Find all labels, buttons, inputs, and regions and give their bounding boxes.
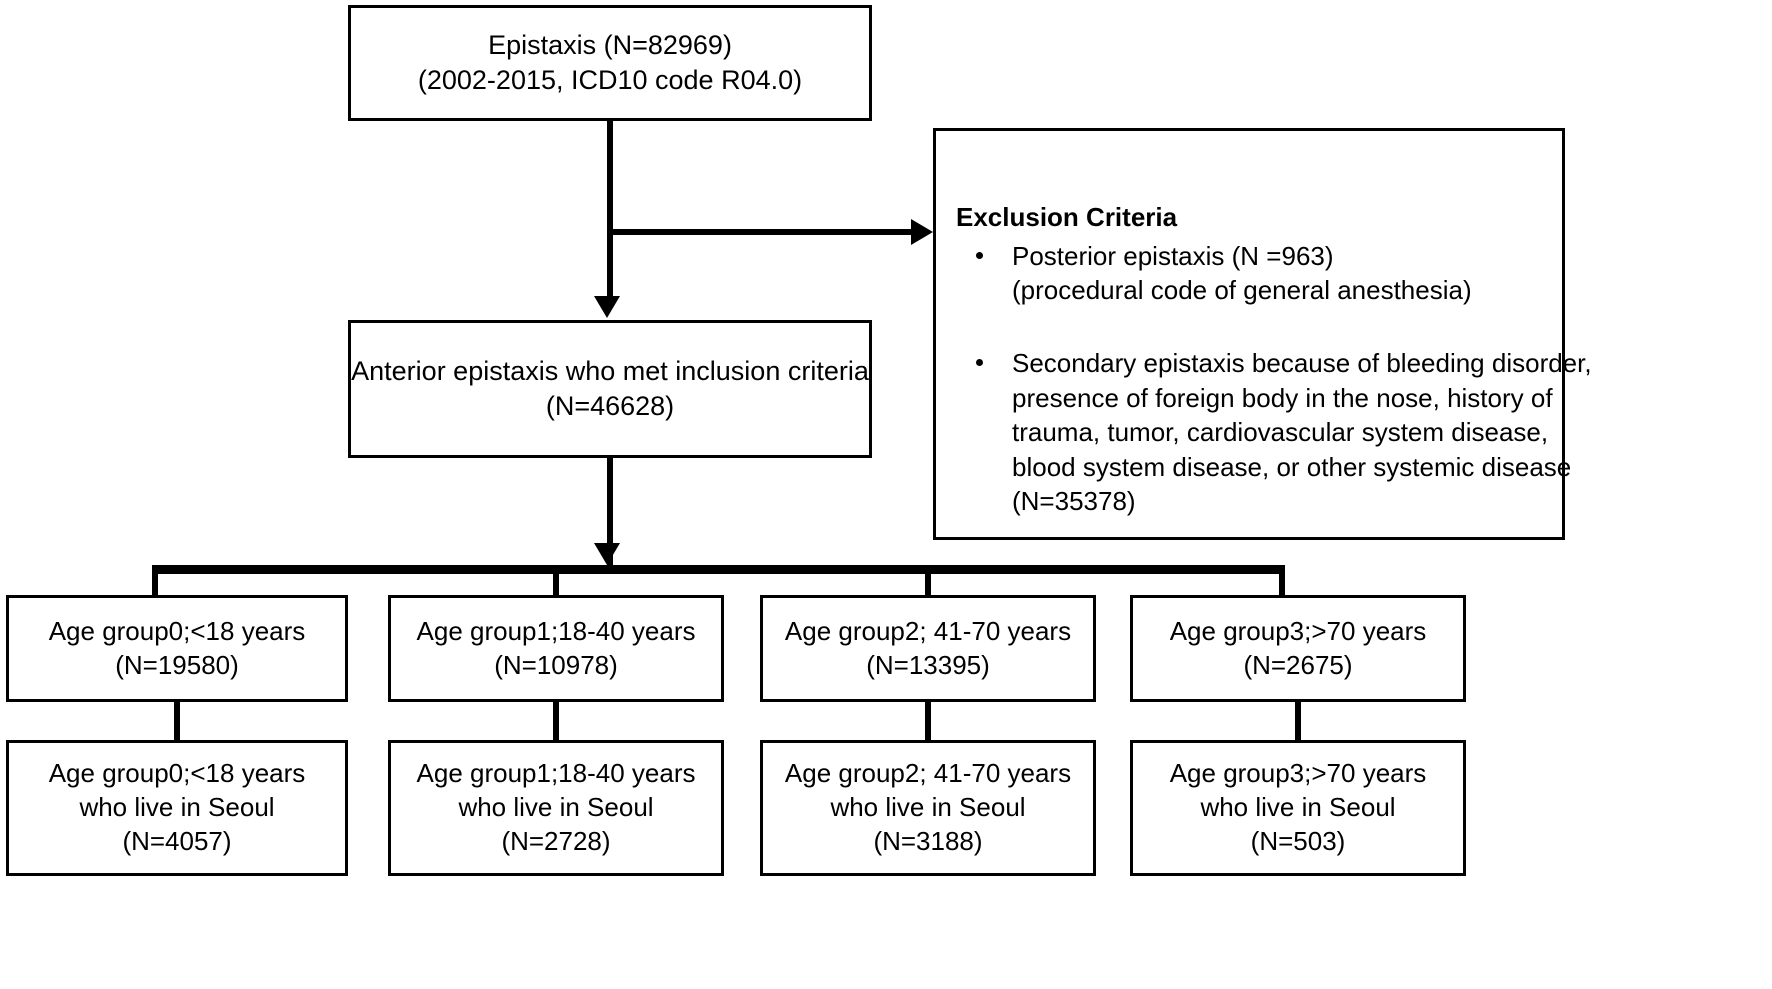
exclusion-item-secondary-line4: blood system disease, or other systemic … [1012, 451, 1572, 482]
box-seoul-group-2-sub: who live in Seoul [830, 792, 1026, 823]
connector-age-2-to-seoul-2 [925, 702, 931, 742]
box-anterior-inclusion: Anterior epistaxis who met inclusion cri… [348, 320, 872, 458]
box-age-group-1-label: Age group1;18-40 years [416, 615, 696, 646]
box-age-group-3: Age group3;>70 years (N=2675) [1130, 595, 1466, 702]
exclusion-item-secondary-line2: presence of foreign body in the nose, hi… [1012, 382, 1553, 413]
box-age-group-2-label: Age group2; 41-70 years [784, 615, 1072, 646]
box-age-group-1: Age group1;18-40 years (N=10978) [388, 595, 724, 702]
box-seoul-group-0-count: (N=4057) [122, 825, 232, 856]
box-seoul-group-0: Age group0;<18 years who live in Seoul (… [6, 740, 348, 876]
box-seoul-group-1-count: (N=2728) [501, 825, 611, 856]
box-seoul-group-1-label: Age group1;18-40 years [416, 758, 696, 789]
box-age-group-3-count: (N=2675) [1243, 649, 1353, 680]
box-epistaxis-total: Epistaxis (N=82969) (2002-2015, ICD10 co… [348, 5, 872, 121]
box-age-group-0-label: Age group0;<18 years [48, 615, 306, 646]
connector-bar-to-age-1 [553, 565, 559, 598]
box-seoul-group-0-sub: who live in Seoul [79, 792, 275, 823]
box-age-group-0-count: (N=19580) [115, 649, 239, 680]
exclusion-criteria-title: Exclusion Criteria [956, 202, 1178, 232]
box-seoul-group-3-count: (N=503) [1250, 825, 1346, 856]
bullet-icon [976, 359, 983, 367]
box-epistaxis-total-line2: (2002-2015, ICD10 code R04.0) [417, 65, 803, 95]
exclusion-item-secondary: Secondary epistaxis because of bleeding … [954, 346, 1592, 519]
connector-age-0-to-seoul-0 [174, 702, 180, 742]
box-age-group-2-count: (N=13395) [866, 649, 990, 680]
connector-bar-to-age-0 [152, 565, 158, 598]
arrowhead-to-distribution-bar [594, 543, 620, 565]
box-age-group-2: Age group2; 41-70 years (N=13395) [760, 595, 1096, 702]
exclusion-item-posterior: Posterior epistaxis (N =963) (procedural… [954, 239, 1546, 308]
box-seoul-group-1-sub: who live in Seoul [458, 792, 654, 823]
connector-distribution-bar [155, 565, 1285, 574]
connector-to-exclusion [607, 229, 913, 235]
box-seoul-group-3-label: Age group3;>70 years [1169, 758, 1427, 789]
exclusion-item-secondary-line5: (N=35378) [1012, 486, 1136, 517]
exclusion-item-posterior-line1: Posterior epistaxis (N =963) [1012, 240, 1334, 271]
connector-trunk-upper [607, 121, 613, 299]
box-seoul-group-2-label: Age group2; 41-70 years [784, 758, 1072, 789]
box-age-group-0: Age group0;<18 years (N=19580) [6, 595, 348, 702]
arrowhead-to-inclusion [594, 296, 620, 318]
connector-age-1-to-seoul-1 [553, 702, 559, 742]
connector-trunk-lower [607, 458, 613, 566]
box-exclusion-criteria: Exclusion Criteria Posterior epistaxis (… [933, 128, 1592, 540]
box-age-group-3-label: Age group3;>70 years [1169, 615, 1427, 646]
bullet-icon [976, 252, 983, 260]
box-seoul-group-1: Age group1;18-40 years who live in Seoul… [388, 740, 724, 876]
arrowhead-to-exclusion [911, 219, 933, 245]
connector-bar-to-age-3 [1279, 565, 1285, 598]
box-seoul-group-2-count: (N=3188) [873, 825, 983, 856]
connector-age-3-to-seoul-3 [1295, 702, 1301, 742]
connector-bar-to-age-2 [925, 565, 931, 598]
box-seoul-group-3-sub: who live in Seoul [1200, 792, 1396, 823]
box-anterior-inclusion-line2: (N=46628) [545, 391, 675, 421]
box-seoul-group-0-label: Age group0;<18 years [48, 758, 306, 789]
box-anterior-inclusion-line1: Anterior epistaxis who met inclusion cri… [351, 355, 869, 386]
box-epistaxis-total-line1: Epistaxis (N=82969) [488, 29, 732, 60]
box-age-group-1-count: (N=10978) [494, 649, 618, 680]
box-seoul-group-3: Age group3;>70 years who live in Seoul (… [1130, 740, 1466, 876]
exclusion-item-secondary-line1: Secondary epistaxis because of bleeding … [1012, 347, 1592, 378]
exclusion-item-secondary-line3: trauma, tumor, cardiovascular system dis… [1012, 417, 1549, 448]
box-seoul-group-2: Age group2; 41-70 years who live in Seou… [760, 740, 1096, 876]
exclusion-item-posterior-line2: (procedural code of general anesthesia) [1012, 275, 1472, 306]
